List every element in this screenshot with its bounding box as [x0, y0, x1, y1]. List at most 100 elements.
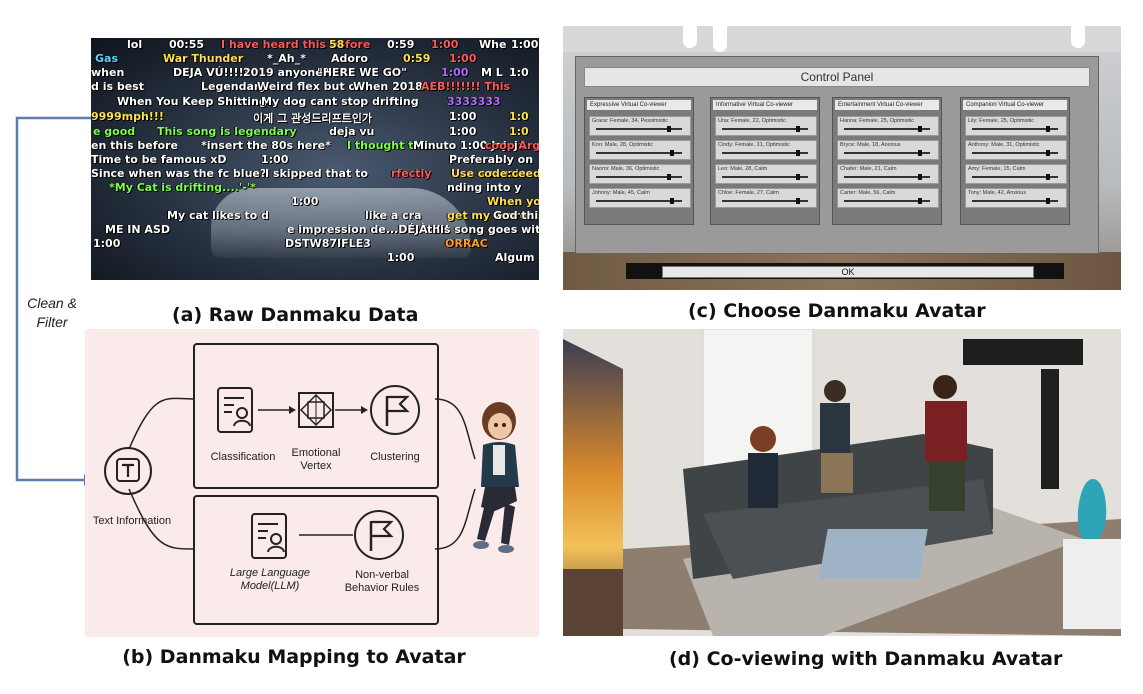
arrow-label-line2: Filter: [36, 314, 68, 330]
danmaku-comment: AEB!!!!!!! This: [421, 80, 511, 93]
coviewer-slider-track[interactable]: [596, 200, 682, 202]
control-panel-title: Control Panel: [584, 67, 1090, 87]
coviewer-option[interactable]: Johnny: Male, 45, Calm: [589, 188, 691, 208]
danmaku-comment: Adoro: [331, 52, 368, 65]
coviewer-option-label: Chafer: Male, 21, Calm: [840, 166, 897, 172]
coviewer-slider-handle[interactable]: [795, 198, 800, 204]
coviewer-slider-handle[interactable]: [917, 126, 922, 132]
coviewer-option[interactable]: Anthony: Male, 31, Optimistic: [965, 140, 1067, 160]
ok-button[interactable]: OK: [662, 266, 1034, 278]
coviewer-slider-handle[interactable]: [795, 150, 800, 156]
text-icon: [104, 447, 152, 495]
bottom-pipeline-box: [193, 495, 439, 625]
coviewer-slider-track[interactable]: [722, 152, 808, 154]
coviewer-slider-handle[interactable]: [1045, 198, 1050, 204]
coviewer-option-label: Carter: Male, 56, Calm: [840, 190, 896, 196]
ceiling: [563, 26, 1121, 52]
control-panel-screenshot: Control Panel Expressive Virtual Co-view…: [563, 26, 1121, 290]
classification-label: Classification: [210, 451, 276, 463]
danmaku-comment: My dog cant stop drifting: [261, 95, 419, 108]
llm-label: Large Language Model(LLM): [229, 567, 311, 592]
danmaku-comment: Use code:ceedayy: [451, 167, 539, 180]
danmaku-comment: this song goes with orange: [427, 223, 539, 236]
coviewer-slider-track[interactable]: [844, 152, 930, 154]
coviewer-slider-track[interactable]: [722, 176, 808, 178]
coviewer-slider-handle[interactable]: [669, 198, 674, 204]
danmaku-comment: 1:00: [93, 237, 121, 250]
danmaku-comment: 1:0: [509, 110, 529, 123]
coviewer-option[interactable]: Chafer: Male, 21, Calm: [837, 164, 939, 184]
arrow-label: Clean & Filter: [20, 294, 84, 332]
coviewer-slider-handle[interactable]: [917, 198, 922, 204]
coviewer-slider-track[interactable]: [596, 152, 682, 154]
danmaku-comment: e impression de...DÉJÀ VU: [287, 223, 449, 236]
danmaku-comment: I thought this: [347, 139, 432, 152]
coviewer-slider-handle[interactable]: [669, 150, 674, 156]
coviewer-slider-handle[interactable]: [917, 150, 922, 156]
danmaku-comment: When 2018: [353, 80, 423, 93]
coviewer-option[interactable]: Naomi: Male, 36, Optimistic: [589, 164, 691, 184]
coviewer-option-label: Kon: Male, 28, Optimistic: [592, 142, 654, 148]
coviewer-slider-track[interactable]: [972, 176, 1058, 178]
danmaku-comment: 3333333: [447, 95, 501, 108]
coviewer-option[interactable]: Una: Female, 22, Optimistic: [715, 116, 817, 136]
coviewer-slider-handle[interactable]: [1045, 126, 1050, 132]
coviewer-slider-track[interactable]: [844, 200, 930, 202]
coviewer-option[interactable]: Tony: Male, 42, Anxious: [965, 188, 1067, 208]
danmaku-comment: Preferably on: [449, 153, 534, 166]
danmaku-comment: 2019 anyone?: [243, 66, 330, 79]
coviewer-slider-handle[interactable]: [666, 174, 671, 180]
coviewer-column-header: Entertainment Virtual Co-viewer: [835, 100, 939, 110]
coviewing-scene: [563, 329, 1121, 636]
coviewer-slider-track[interactable]: [972, 200, 1058, 202]
arrow-label-line1: Clean &: [27, 295, 77, 311]
danmaku-comment: When you use BT-7 tank in WoT: [487, 195, 539, 208]
danmaku-comment: *insert the 80s here*: [201, 139, 331, 152]
coviewer-option[interactable]: Leo: Male, 28, Calm: [715, 164, 817, 184]
coviewer-option[interactable]: Amy: Female, 15, Calm: [965, 164, 1067, 184]
coviewer-option[interactable]: Carter: Male, 56, Calm: [837, 188, 939, 208]
coviewer-slider-track[interactable]: [844, 176, 930, 178]
coviewer-slider-track[interactable]: [596, 176, 682, 178]
text-information-label: Text Information: [92, 515, 172, 527]
caption-c: (c) Choose Danmaku Avatar: [688, 300, 986, 322]
coviewer-option-label: Leo: Male, 28, Calm: [718, 166, 768, 172]
danmaku-comment: *_Ah_*: [267, 52, 306, 65]
coviewer-slider-track[interactable]: [844, 128, 930, 130]
coviewer-option[interactable]: Cindy: Female, 31, Optimistic: [715, 140, 817, 160]
coviewer-slider-handle[interactable]: [666, 126, 671, 132]
coviewer-option[interactable]: Chloe: Female, 27, Calm: [715, 188, 817, 208]
danmaku-comment: Since when was the fc blue?: [91, 167, 267, 180]
danmaku-comment: nding into y: [447, 181, 522, 194]
flag-icon: [369, 384, 421, 436]
coviewer-slider-track[interactable]: [596, 128, 682, 130]
danmaku-comment: 1:00: [449, 52, 477, 65]
coviewer-slider-handle[interactable]: [917, 174, 922, 180]
coviewer-slider-track[interactable]: [972, 152, 1058, 154]
coviewer-option-label: Lily: Female, 25, Optimistic: [968, 118, 1035, 124]
coviewer-option[interactable]: Lily: Female, 25, Optimistic: [965, 116, 1067, 136]
coviewer-option[interactable]: Hanna: Female, 25, Optimistic: [837, 116, 939, 136]
ceiling-light-icon: [683, 26, 697, 48]
coviewer-slider-handle[interactable]: [795, 126, 800, 132]
danmaku-comment: War Thunder: [163, 52, 244, 65]
danmaku-comment: 0:59: [387, 38, 415, 51]
coviewer-option-label: Una: Female, 22, Optimistic: [718, 118, 786, 124]
coviewer-slider-handle[interactable]: [1045, 174, 1050, 180]
coviewer-option-label: Bryce: Male, 18, Anxious: [840, 142, 901, 148]
clustering-label: Clustering: [370, 451, 420, 463]
coviewer-option[interactable]: Kon: Male, 28, Optimistic: [589, 140, 691, 160]
danmaku-comment: 1:0: [509, 66, 529, 79]
coviewer-option[interactable]: Grace: Female, 34, Pessimistic: [589, 116, 691, 136]
coviewer-slider-track[interactable]: [722, 128, 808, 130]
danmaku-comment: when: [91, 66, 125, 79]
coviewer-slider-track[interactable]: [972, 128, 1058, 130]
coviewer-option-label: Hanna: Female, 25, Optimistic: [840, 118, 914, 124]
danmaku-comment: 0:59: [403, 52, 431, 65]
danmaku-comment: My cat likes to d: [167, 209, 269, 222]
coviewer-slider-handle[interactable]: [795, 174, 800, 180]
coviewer-slider-handle[interactable]: [1045, 150, 1050, 156]
coviewer-option[interactable]: Bryce: Male, 18, Anxious: [837, 140, 939, 160]
coviewer-slider-track[interactable]: [722, 200, 808, 202]
